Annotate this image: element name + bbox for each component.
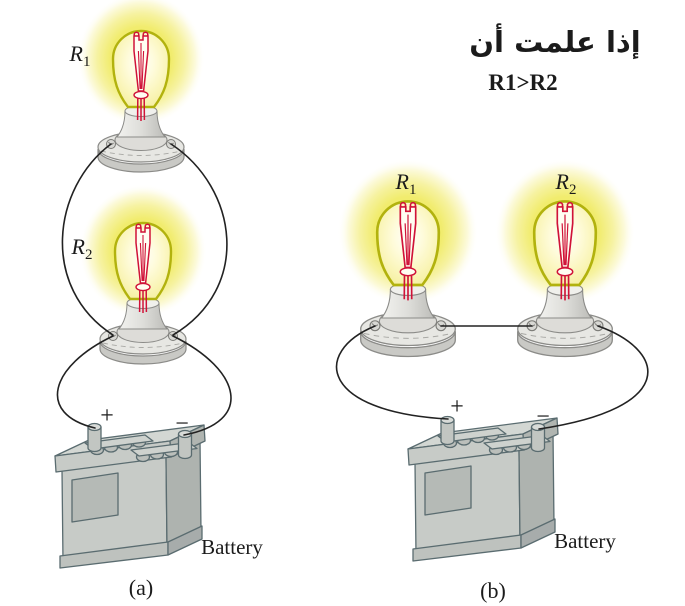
minus-sign-b: − bbox=[536, 404, 550, 430]
battery-a bbox=[54, 422, 206, 569]
wire-a-right-top bbox=[170, 143, 228, 336]
wire-b-left bbox=[335, 325, 449, 420]
battery-b bbox=[407, 415, 559, 562]
battery-label-a: Battery bbox=[201, 535, 263, 559]
bulb-r2-a bbox=[77, 182, 209, 366]
caption-a: (a) bbox=[129, 575, 153, 600]
header: إذا علمت أن R1>R2 bbox=[469, 23, 640, 95]
label-r2-b: R2 bbox=[555, 169, 577, 198]
bulb-r1-a bbox=[75, 0, 207, 174]
header-relation: R1>R2 bbox=[488, 70, 557, 95]
wire-a-left-top bbox=[61, 143, 114, 336]
label-r1-a: R1 bbox=[69, 41, 91, 70]
circuit-b: R1 R2 + − Battery (b) bbox=[335, 157, 649, 603]
battery-label-b: Battery bbox=[554, 529, 616, 553]
label-r1-b: R1 bbox=[395, 169, 417, 198]
minus-sign-a: − bbox=[175, 411, 189, 437]
wire-b-right bbox=[538, 325, 649, 430]
circuit-a: R1 R2 + − Battery (a) bbox=[54, 0, 263, 600]
plus-sign-b: + bbox=[450, 394, 464, 420]
wire-a-left-bottom bbox=[56, 335, 114, 429]
caption-b: (b) bbox=[480, 578, 506, 603]
plus-sign-a: + bbox=[100, 403, 114, 429]
wire-a-right-bottom bbox=[172, 335, 232, 436]
label-r2-a: R2 bbox=[71, 234, 93, 263]
header-arabic-condition: إذا علمت أن bbox=[469, 23, 640, 60]
